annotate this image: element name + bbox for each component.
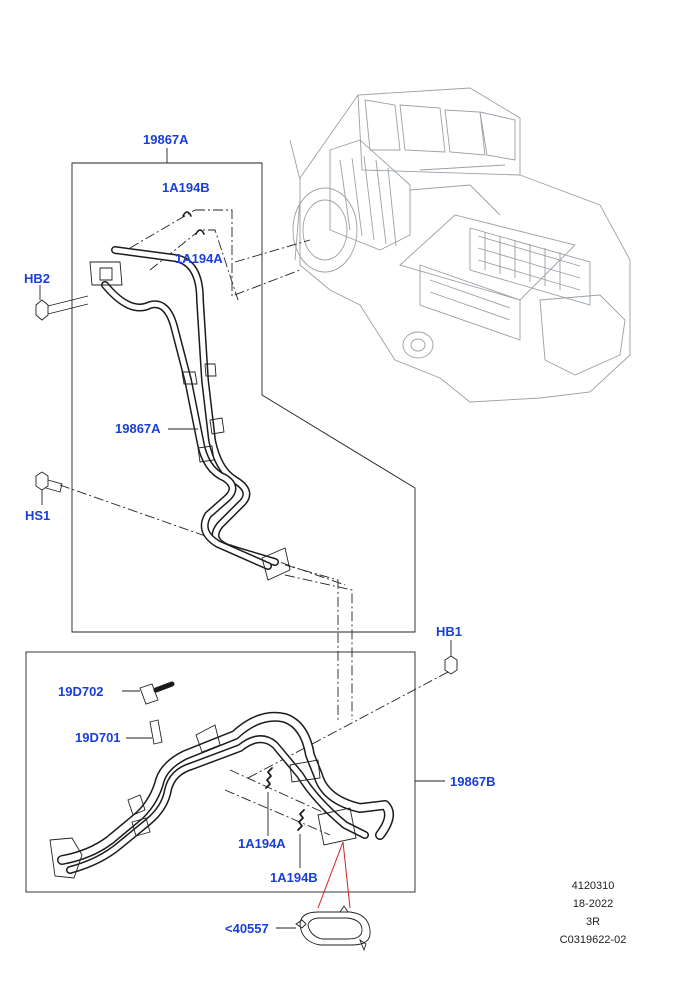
upper-pipe-assembly: [89, 246, 291, 581]
diagram-ref-date: 18-2022: [572, 898, 614, 910]
hb1-bolt: [444, 640, 458, 675]
lower-pipe-assembly: [49, 711, 394, 879]
callout-hb2: HB2: [24, 271, 50, 286]
callout-19867a-mid: 19867A: [115, 421, 161, 436]
callout-19d701: 19D701: [75, 730, 121, 745]
lower-alignment-lines: [224, 671, 449, 836]
callout-19867a-top: 19867A: [143, 132, 189, 147]
lower-kit-frame: [25, 651, 445, 893]
diagram-ref-code: 3R: [585, 916, 601, 928]
upper-clips: [182, 211, 205, 235]
callout-hb1: HB1: [436, 624, 462, 639]
upper-kit-frame: [71, 148, 416, 633]
seal-gasket: [276, 841, 371, 952]
callout-1a194a-top: 1A194A: [175, 251, 223, 266]
callout-19867b: 19867B: [450, 774, 496, 789]
callout-1a194a-bottom: 1A194A: [238, 836, 286, 851]
diagram-ref-id: C0319622-02: [559, 934, 627, 946]
callout-1a194b-bottom: 1A194B: [270, 870, 318, 885]
hb2-bolt: [35, 285, 89, 321]
hvac-unit-illustration: [289, 87, 631, 403]
hs1-stud: [35, 471, 63, 505]
callout-hs1: HS1: [25, 508, 50, 523]
callout-40557: <40557: [225, 921, 269, 936]
upper-alignment-lines: [59, 209, 353, 720]
pressure-sensors: [122, 681, 175, 745]
lower-clips: [265, 767, 305, 868]
diagram-ref-number: 4120310: [571, 880, 615, 892]
callout-19d702: 19D702: [58, 684, 104, 699]
callout-1a194b-top: 1A194B: [162, 180, 210, 195]
